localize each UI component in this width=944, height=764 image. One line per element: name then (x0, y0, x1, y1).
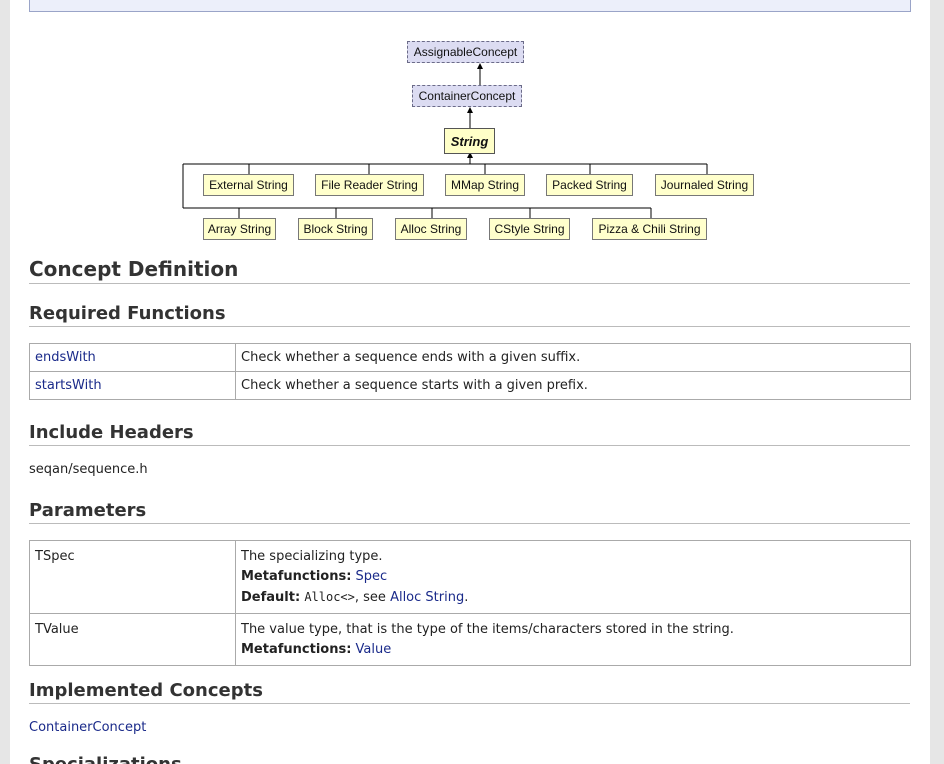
link-alloc-string[interactable]: Alloc String (390, 590, 465, 605)
heading-specializations: Specializations (29, 754, 910, 764)
param-name-cell: TValue (29, 613, 236, 666)
table-row: endsWith Check whether a sequence ends w… (29, 343, 911, 372)
default-label: Default: (241, 590, 301, 605)
node-file-reader-string[interactable]: File Reader String (315, 174, 424, 196)
heading-implemented-concepts: Implemented Concepts (29, 680, 910, 704)
function-name-cell: endsWith (29, 343, 236, 372)
heading-parameters: Parameters (29, 500, 910, 524)
link-value[interactable]: Value (355, 642, 392, 657)
table-row: startsWith Check whether a sequence star… (29, 371, 911, 400)
node-external-string[interactable]: External String (203, 174, 294, 196)
link-spec[interactable]: Spec (355, 569, 388, 584)
diagram-edges (182, 63, 708, 218)
node-array-string[interactable]: Array String (203, 218, 276, 240)
param-desc-cell: The value type, that is the type of the … (235, 613, 911, 666)
param-metafunctions: Metafunctions: Value (241, 640, 905, 660)
param-desc: The value type, that is the type of the … (241, 622, 734, 637)
link-endswith[interactable]: endsWith (35, 350, 96, 365)
node-packed-string[interactable]: Packed String (546, 174, 633, 196)
node-alloc-string[interactable]: Alloc String (395, 218, 467, 240)
heading-concept-definition: Concept Definition (29, 257, 910, 284)
documentation-page: AssignableConcept ContainerConcept Strin… (10, 0, 930, 764)
param-name-cell: TSpec (29, 540, 236, 614)
function-desc-cell: Check whether a sequence ends with a giv… (235, 343, 911, 372)
heading-include-headers: Include Headers (29, 422, 910, 446)
link-startswith[interactable]: startsWith (35, 378, 102, 393)
node-block-string[interactable]: Block String (298, 218, 373, 240)
node-journaled-string[interactable]: Journaled String (655, 174, 754, 196)
heading-required-functions: Required Functions (29, 303, 910, 327)
default-see-text: , see (354, 590, 391, 605)
implemented-concepts-list: ContainerConcept (29, 720, 146, 735)
link-container-concept[interactable]: ContainerConcept (29, 720, 147, 735)
functions-table: endsWith Check whether a sequence ends w… (29, 343, 911, 400)
metafunctions-label: Metafunctions: (241, 569, 352, 584)
node-pizza-chili-string[interactable]: Pizza & Chili String (592, 218, 707, 240)
node-assignable-concept[interactable]: AssignableConcept (407, 41, 524, 63)
table-row: TValue The value type, that is the type … (29, 613, 911, 666)
param-desc-cell: The specializing type. Metafunctions: Sp… (235, 540, 911, 614)
inheritance-diagram: AssignableConcept ContainerConcept Strin… (10, 0, 930, 250)
function-name-cell: startsWith (29, 371, 236, 400)
node-mmap-string[interactable]: MMap String (445, 174, 525, 196)
param-metafunctions: Metafunctions: Spec (241, 567, 905, 587)
param-desc: The specializing type. (241, 549, 383, 564)
header-box (29, 0, 911, 12)
function-desc-cell: Check whether a sequence starts with a g… (235, 371, 911, 400)
parameters-table: TSpec The specializing type. Metafunctio… (29, 540, 911, 666)
node-cstyle-string[interactable]: CStyle String (489, 218, 570, 240)
default-code: Alloc<> (304, 590, 355, 604)
param-default: Default: Alloc<>, see Alloc String. (241, 587, 905, 608)
node-string[interactable]: String (444, 128, 495, 154)
include-header-file: seqan/sequence.h (29, 462, 148, 477)
default-end: . (464, 590, 469, 605)
table-row: TSpec The specializing type. Metafunctio… (29, 540, 911, 614)
metafunctions-label: Metafunctions: (241, 642, 352, 657)
node-container-concept[interactable]: ContainerConcept (412, 85, 522, 107)
